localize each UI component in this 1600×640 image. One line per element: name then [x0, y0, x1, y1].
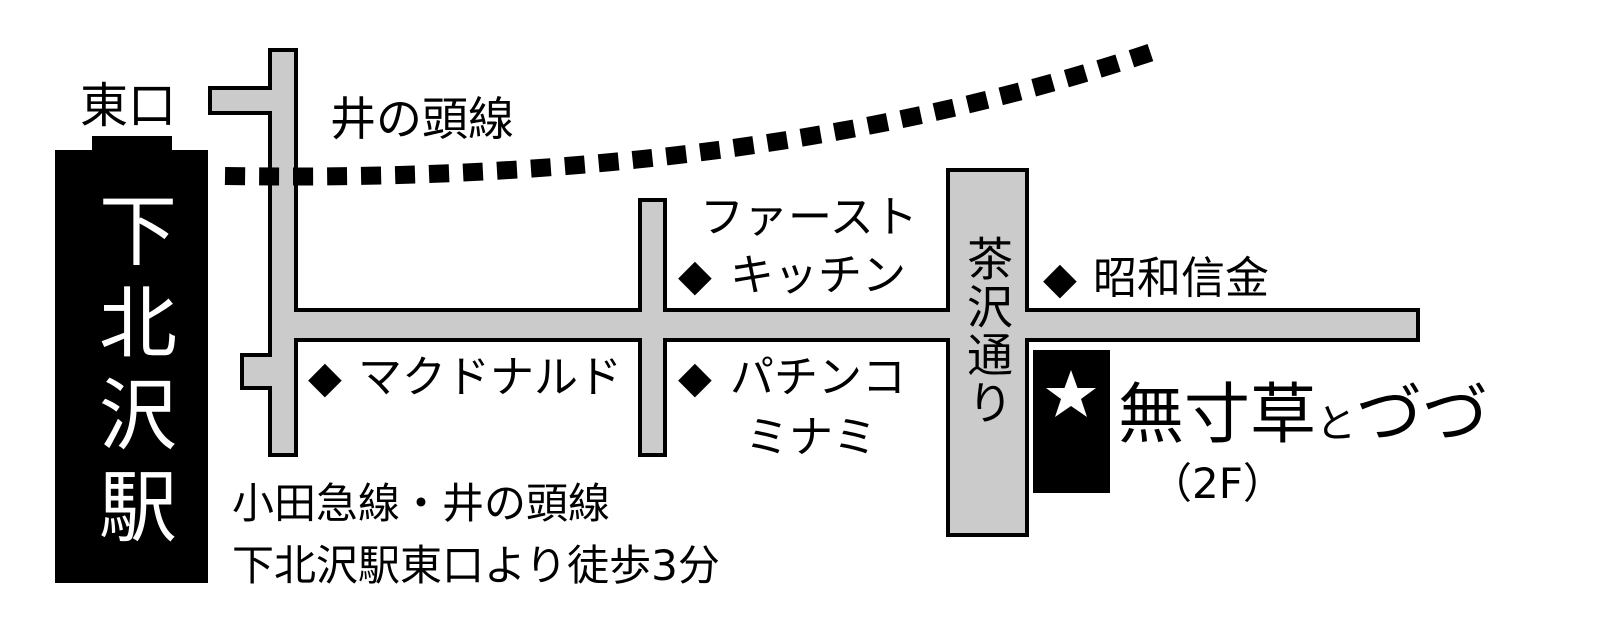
inokashira-line-track	[224, 41, 1161, 186]
inokashira-line-label: 井の頭線	[330, 92, 514, 146]
road-network	[208, 48, 1420, 537]
diamond-icon: ◆	[678, 352, 712, 403]
station-name: 下北沢駅	[86, 190, 176, 558]
star-icon	[1046, 370, 1096, 417]
destination-name: 無寸草とづづ	[1118, 376, 1488, 453]
svg-text:パチンコ: パチンコ	[730, 352, 906, 403]
svg-text:昭和信金: 昭和信金	[1093, 253, 1269, 304]
destination-building	[1033, 350, 1110, 493]
svg-text:マクドナルド: マクドナルド	[358, 352, 622, 403]
svg-text:ミナミ: ミナミ	[745, 412, 877, 463]
destination-floor: （2F）	[1150, 459, 1285, 508]
directions-line-2: 下北沢駅東口より徒歩3分	[232, 541, 720, 590]
svg-text:ファースト: ファースト	[700, 192, 918, 243]
landmark-mcdonalds: ◆ マクドナルド	[308, 352, 622, 403]
landmark-showa-shinkin: ◆ 昭和信金	[1043, 253, 1269, 304]
diamond-icon: ◆	[1043, 253, 1077, 304]
shimokitazawa-station: 下北沢駅	[55, 136, 208, 583]
diamond-icon: ◆	[308, 352, 342, 403]
landmark-first-kitchen: ファースト ◆ キッチン	[678, 192, 918, 301]
svg-text:キッチン: キッチン	[730, 250, 906, 301]
east-exit-label: 東口	[80, 78, 176, 134]
directions-line-1: 小田急線・井の頭線	[232, 479, 610, 528]
landmark-pachinko-minami: ◆ パチンコ ミナミ	[678, 352, 906, 463]
chazawa-street-label: 茶沢通り	[960, 235, 1014, 427]
diamond-icon: ◆	[678, 250, 712, 301]
